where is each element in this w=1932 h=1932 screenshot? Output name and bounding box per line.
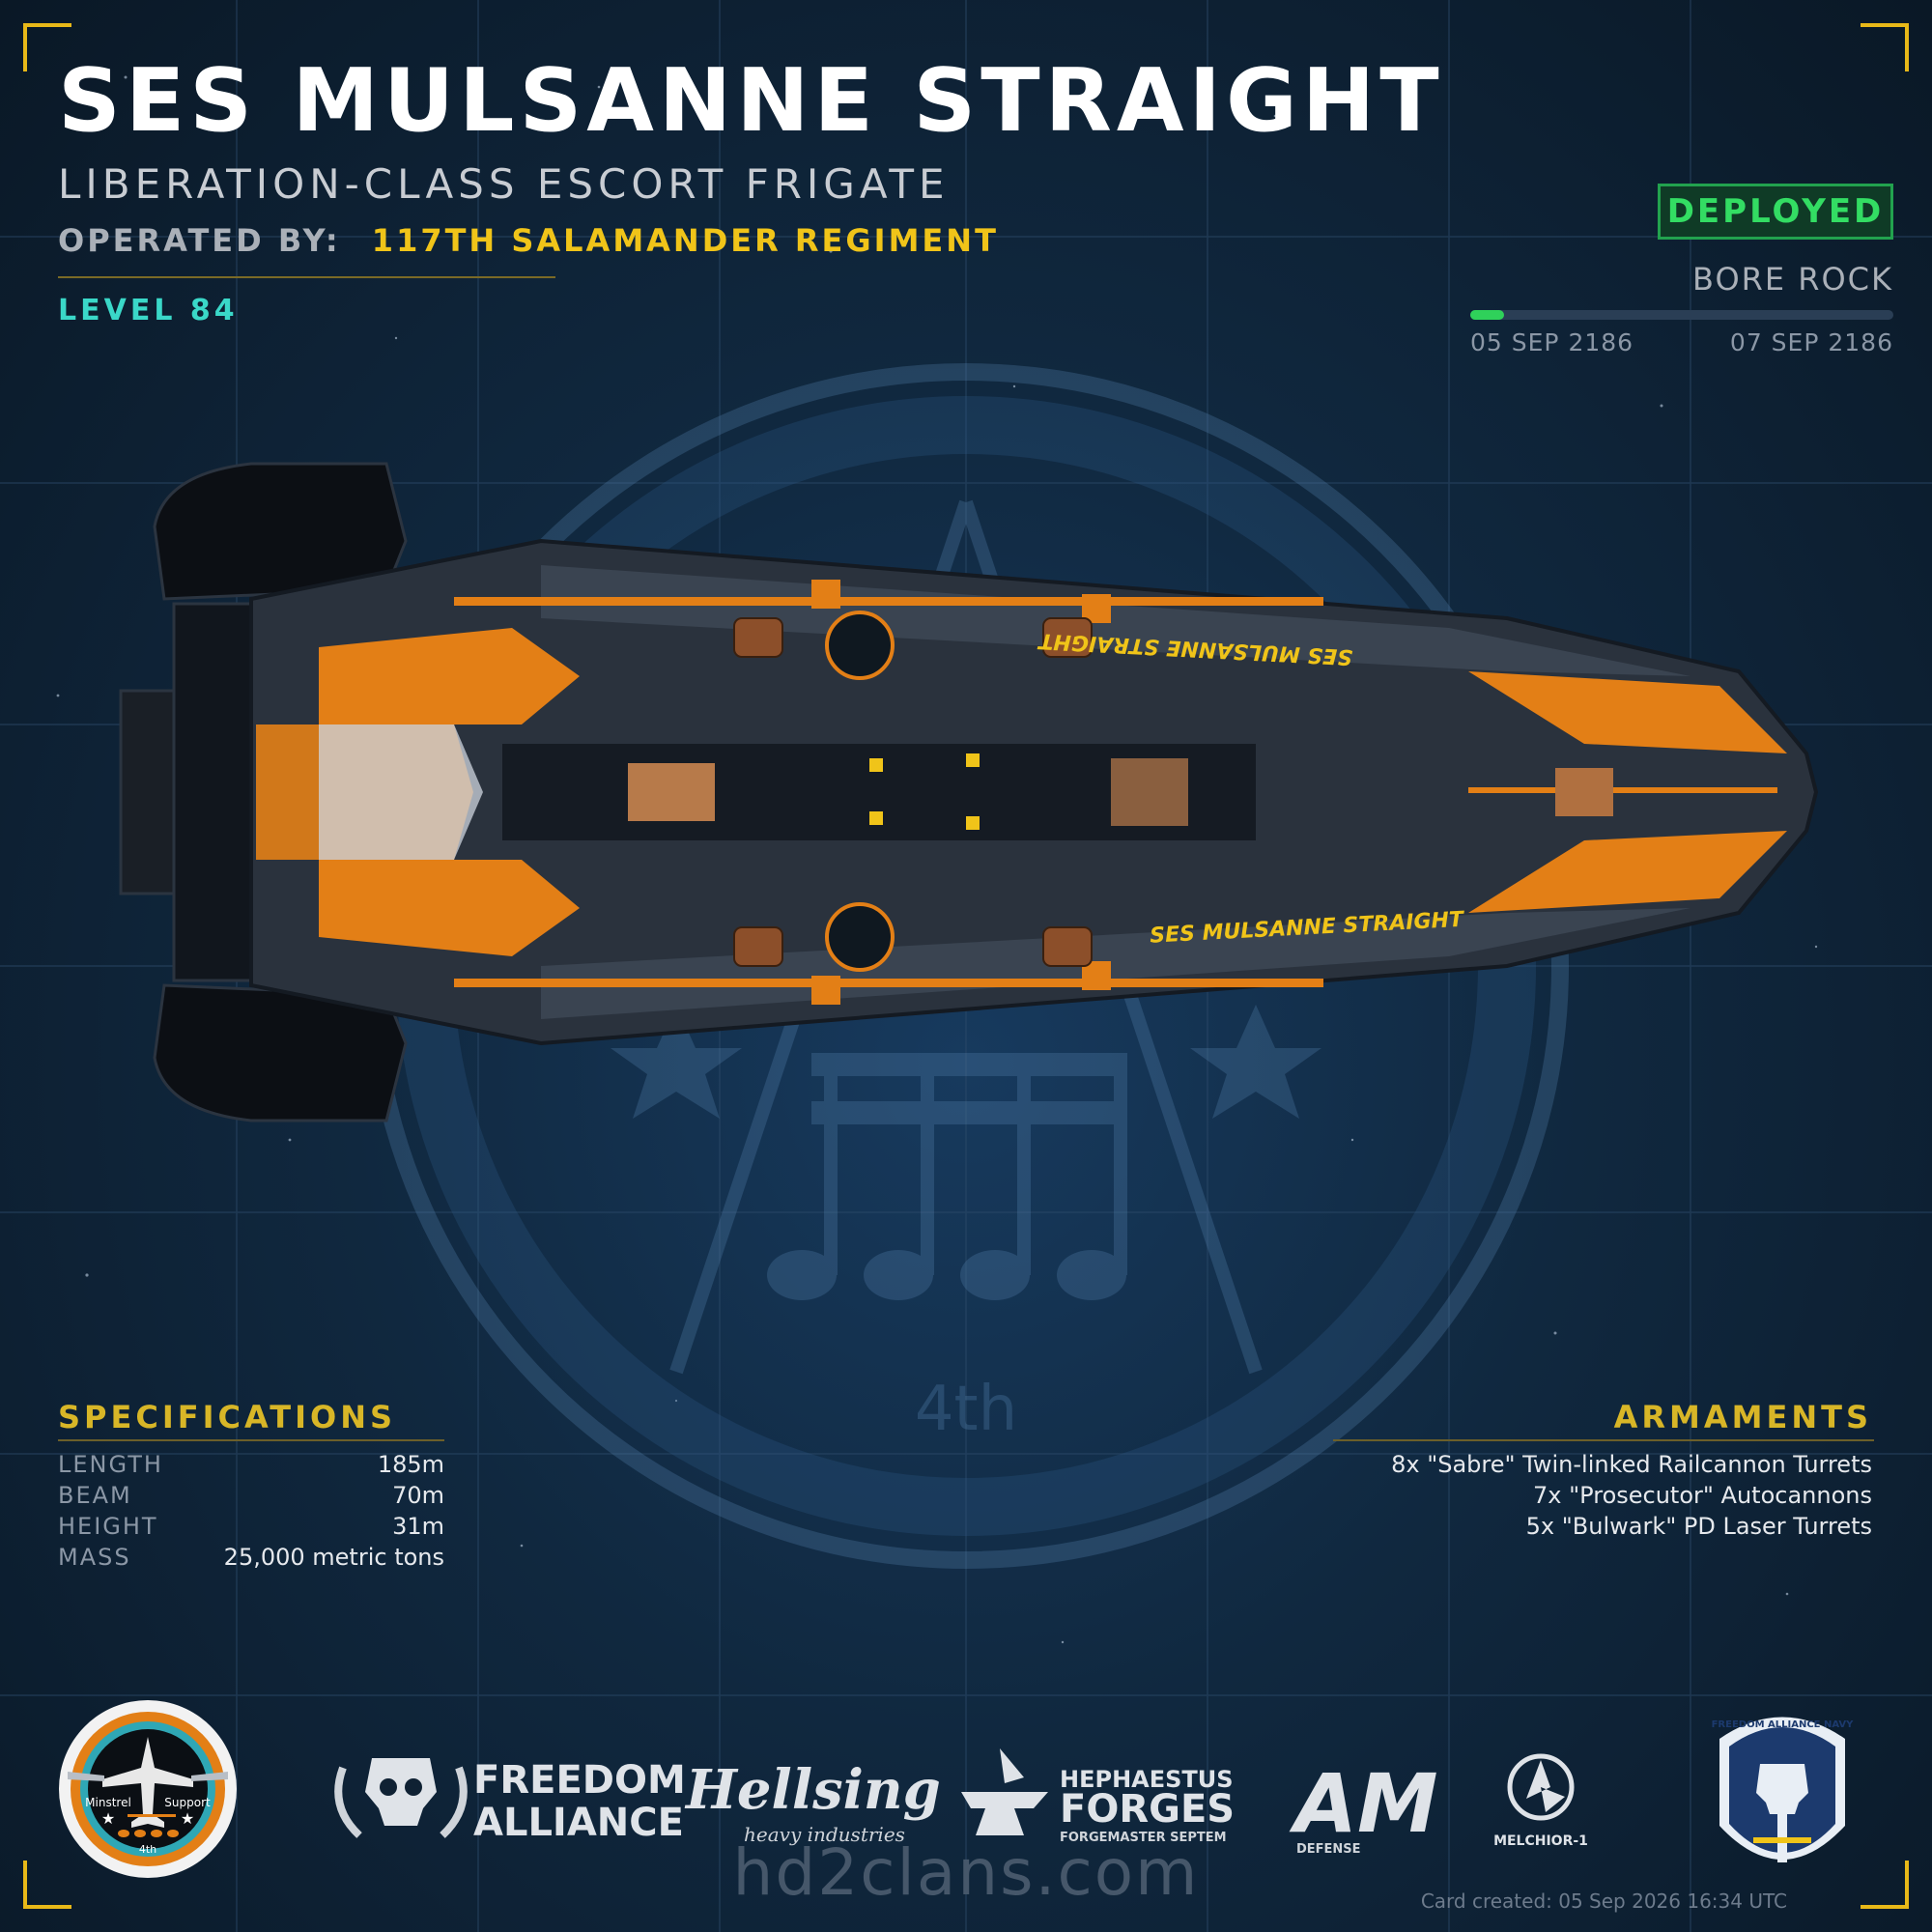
ship-illustration: SES MULSANNE STRAIGHT SES MULSANNE STRAI… [119, 462, 1819, 1122]
spec-value: 25,000 metric tons [223, 1544, 444, 1571]
melchior-logo: MELCHIOR-1 [1493, 1753, 1588, 1849]
logo-text: FORGES [1060, 1787, 1235, 1832]
skull-icon [365, 1758, 437, 1826]
divider [58, 1439, 444, 1441]
corner-bracket [1861, 23, 1909, 71]
spec-value: 31m [392, 1513, 444, 1540]
hephaestus-logo: HEPHAESTUS FORGES FORGEMASTER SEPTEM [961, 1748, 1235, 1845]
deployment-planet[interactable]: BORE ROCK [1692, 261, 1893, 298]
spec-key: HEIGHT [58, 1513, 158, 1540]
hull-stripes [256, 580, 1787, 1005]
badge-label-right: Support [164, 1796, 211, 1809]
armaments-list: 8x "Sabre" Twin-linked Railcannon Turret… [1391, 1451, 1872, 1544]
corner-bracket [1861, 1861, 1909, 1909]
spec-row: MASS 25,000 metric tons [58, 1544, 444, 1575]
armament-item: 8x "Sabre" Twin-linked Railcannon Turret… [1391, 1451, 1872, 1478]
corner-bracket [23, 23, 71, 71]
turrets [733, 617, 1093, 967]
armament-item: 5x "Bulwark" PD Laser Turrets [1525, 1513, 1872, 1540]
logo-text: MELCHIOR-1 [1493, 1833, 1588, 1849]
deployment-progress [1470, 310, 1893, 320]
navy-shield-icon: FREEDOM ALLIANCE NAVY [1712, 1717, 1855, 1862]
airplane-icon [102, 1737, 193, 1828]
logo-text: Hellsing [684, 1758, 941, 1822]
hull-insignia [825, 611, 895, 680]
deployment-start-date: 05 SEP 2186 [1470, 328, 1634, 356]
spec-value: 70m [392, 1482, 444, 1509]
corner-bracket [23, 1861, 71, 1909]
card-created-timestamp: Card created: 05 Sep 2026 16:34 UTC [1420, 1889, 1787, 1913]
spec-row: HEIGHT 31m [58, 1513, 444, 1544]
melchior-icon [1507, 1753, 1575, 1821]
badge-label-left: Minstrel [85, 1796, 131, 1809]
logo-text: FREEDOM ALLIANCE NAVY [1712, 1719, 1855, 1730]
logo-text: DEFENSE [1296, 1842, 1361, 1857]
status-badge: DEPLOYED [1658, 184, 1893, 240]
freedom-alliance-logo: FREEDOM ALLIANCE [334, 1758, 686, 1845]
operator-name[interactable]: 117TH SALAMANDER REGIMENT [371, 222, 999, 259]
spec-key: MASS [58, 1544, 131, 1571]
specifications-title: SPECIFICATIONS [58, 1399, 397, 1435]
ship-name: SES MULSANNE STRAIGHT [58, 50, 1444, 152]
ship-level: LEVEL 84 [58, 294, 239, 327]
anvil-icon [961, 1792, 1048, 1835]
specifications-table: LENGTH 185m BEAM 70m HEIGHT 31m MASS 25,000 … [58, 1451, 444, 1575]
ship-class: LIBERATION-CLASS ESCORT FRIGATE [58, 160, 950, 208]
spec-row: LENGTH 185m [58, 1451, 444, 1482]
armament-item: 7x "Prosecutor" Autocannons [1533, 1482, 1872, 1509]
armaments-title: ARMAMENTS [1613, 1399, 1872, 1435]
logo-text: FORGEMASTER SEPTEM [1060, 1831, 1227, 1845]
logo-text: FREEDOM [473, 1758, 686, 1803]
operator-line: OPERATED BY: 117TH SALAMANDER REGIMENT [58, 222, 999, 259]
spec-key: BEAM [58, 1482, 132, 1509]
hull-insignia [825, 902, 895, 972]
logo-text: HEPHAESTUS [1060, 1766, 1234, 1793]
deployment-progress-fill [1470, 310, 1505, 320]
logo-text: AM [1289, 1756, 1438, 1851]
divider [58, 276, 555, 278]
spec-value: 185m [377, 1451, 444, 1478]
music-notes-icon [118, 1814, 179, 1837]
spec-key: LENGTH [58, 1451, 163, 1478]
deployment-end-date: 07 SEP 2186 [1729, 328, 1893, 356]
sponsor-logos: Minstrel Support ★ ★ 4th FREEDOM ALLIANC… [59, 1700, 1855, 1878]
spec-row: BEAM 70m [58, 1482, 444, 1513]
hellsing-logo: Hellsing heavy industries [684, 1758, 941, 1846]
logo-text: heavy industries [744, 1823, 905, 1846]
badge-label-bottom: 4th [139, 1843, 156, 1856]
site-url[interactable]: hd2clans.com [732, 1835, 1200, 1910]
star-icon: ★ [101, 1809, 115, 1828]
divider [1333, 1439, 1874, 1441]
watermark-text: 4th [915, 1374, 1017, 1445]
am-defense-logo: AM DEFENSE [1289, 1756, 1438, 1857]
logo-text: ALLIANCE [473, 1801, 684, 1845]
star-icon: ★ [181, 1809, 194, 1828]
clan-badge: Minstrel Support ★ ★ 4th [59, 1700, 237, 1878]
operator-label: OPERATED BY: [58, 222, 341, 259]
